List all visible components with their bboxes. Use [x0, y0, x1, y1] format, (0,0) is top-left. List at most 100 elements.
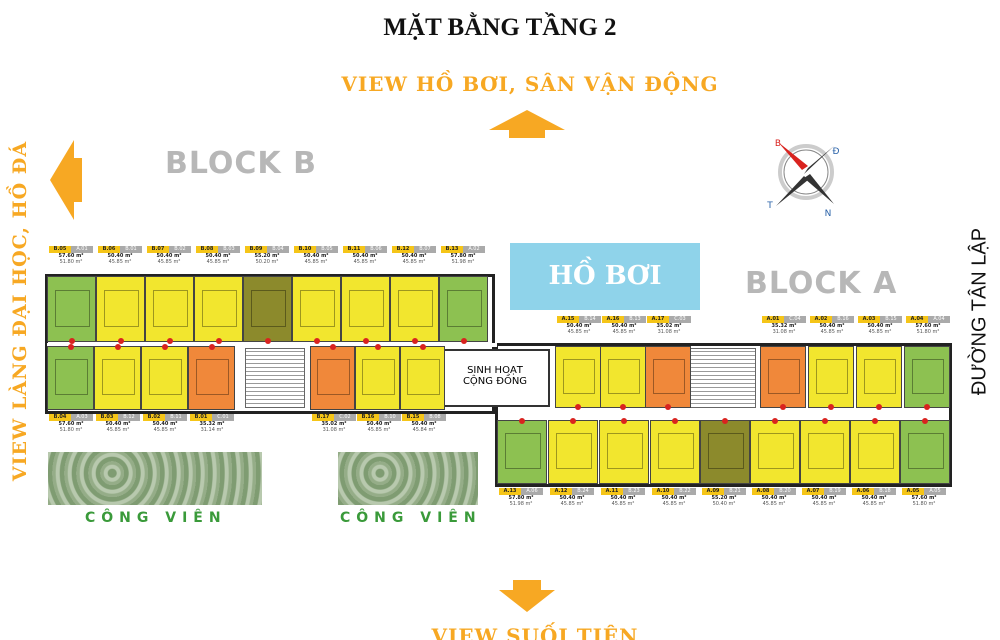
unit-area: 50.40 m² [819, 323, 845, 329]
unit-code: A.07 [802, 488, 824, 495]
door-marker [672, 418, 678, 424]
unit-B.11[interactable] [341, 276, 390, 342]
unit-area-net: 31.14 m² [200, 427, 224, 433]
unit-area: 50.40 m² [352, 253, 378, 259]
door-marker [161, 344, 168, 350]
unit-type: B.15 [880, 316, 902, 323]
unit-type: A.06 [521, 488, 543, 495]
unit-B.08[interactable] [194, 276, 243, 342]
unit-code: A.12 [550, 488, 572, 495]
unit-code: A.05 [902, 488, 924, 495]
unit-A.16[interactable] [600, 346, 646, 408]
unit-code: A.13 [499, 488, 521, 495]
unit-area: 57.60 m² [911, 495, 937, 501]
door-marker [419, 344, 426, 350]
unit-type: A.05 [924, 488, 946, 495]
view-top-label: VIEW HỒ BƠI, SÂN VẬN ĐỘNG [341, 72, 719, 96]
unit-B.03[interactable] [94, 346, 141, 410]
door-marker [114, 344, 121, 350]
unit-B.16[interactable] [355, 346, 400, 410]
unit-B.05[interactable] [47, 276, 96, 342]
unit-A.11[interactable] [599, 420, 649, 484]
unit-A.03[interactable] [856, 346, 902, 408]
unit-A.08[interactable] [750, 420, 800, 484]
unit-A.12[interactable] [548, 420, 598, 484]
unit-A.06[interactable] [850, 420, 900, 484]
unit-A.04[interactable] [904, 346, 950, 408]
unit-code: A.01 [762, 316, 784, 323]
unit-B.15[interactable] [400, 346, 445, 410]
unit-B.01[interactable] [188, 346, 235, 410]
unit-area: 50.40 m² [411, 421, 437, 427]
unit-code: A.06 [852, 488, 874, 495]
unit-B.10[interactable] [292, 276, 341, 342]
unit-type: B.13 [624, 316, 646, 323]
unit-B.07[interactable] [145, 276, 194, 342]
unit-area-net: 45.85 m² [108, 259, 132, 265]
compass-west: T [766, 201, 773, 211]
community-label-1: SINH HOẠT [467, 365, 523, 376]
unit-B.13[interactable] [439, 276, 488, 342]
door-marker [872, 418, 878, 424]
park-right-label: CÔNG VIÊN [340, 510, 482, 526]
unit-B.04[interactable] [47, 346, 94, 410]
door-marker [68, 338, 75, 344]
unit-A.02[interactable] [808, 346, 854, 408]
unit-B.02[interactable] [141, 346, 188, 410]
unit-A.17[interactable] [645, 346, 691, 408]
unit-type: B.21 [724, 488, 746, 495]
unit-code: B.13 [441, 246, 463, 253]
unit-area: 50.40 m² [811, 495, 837, 501]
unit-code: A.10 [652, 488, 674, 495]
unit-type: B.22 [674, 488, 696, 495]
arrow-left-icon [50, 140, 82, 220]
park-right [338, 452, 478, 505]
park-left-label: CÔNG VIÊN [85, 510, 227, 526]
unit-code: A.16 [602, 316, 624, 323]
unit-area-net: 45.85 m² [157, 259, 181, 265]
block-a-label: BLOCK A [745, 266, 898, 301]
unit-A.09[interactable] [700, 420, 750, 484]
unit-area-net: 45.85 m² [367, 427, 391, 433]
unit-area-net: 45.85 m² [153, 427, 177, 433]
unit-A.13[interactable] [497, 420, 547, 484]
unit-type: C.02 [334, 414, 356, 421]
door-marker [575, 404, 581, 410]
unit-area-net: 45.85 m² [402, 259, 426, 265]
unit-A.15[interactable] [555, 346, 601, 408]
unit-B.12[interactable] [390, 276, 439, 342]
unit-area: 50.40 m² [303, 253, 329, 259]
unit-B.06[interactable] [96, 276, 145, 342]
unit-area: 57.80 m² [450, 253, 476, 259]
unit-A.01[interactable] [760, 346, 806, 408]
unit-A.05[interactable] [900, 420, 950, 484]
unit-area: 50.40 m² [611, 323, 637, 329]
unit-code: A.15 [557, 316, 579, 323]
unit-type: B.02 [169, 246, 191, 253]
unit-code: B.16 [357, 414, 379, 421]
unit-A.07[interactable] [800, 420, 850, 484]
unit-area-net: 45.85 m² [862, 501, 886, 507]
unit-code: B.08 [196, 246, 218, 253]
unit-A.10[interactable] [650, 420, 700, 484]
unit-area-net: 45.85 m² [868, 329, 892, 335]
unit-area: 50.40 m² [107, 253, 133, 259]
unit-code: B.11 [343, 246, 365, 253]
unit-type: B.10 [379, 414, 401, 421]
unit-B.17[interactable] [310, 346, 355, 410]
unit-B.09[interactable] [243, 276, 292, 342]
unit-code: B.15 [402, 414, 424, 421]
door-marker [362, 338, 369, 344]
unit-code: A.08 [752, 488, 774, 495]
unit-area: 50.40 m² [867, 323, 893, 329]
unit-area-net: 50.20 m² [255, 259, 279, 265]
door-marker [460, 338, 467, 344]
